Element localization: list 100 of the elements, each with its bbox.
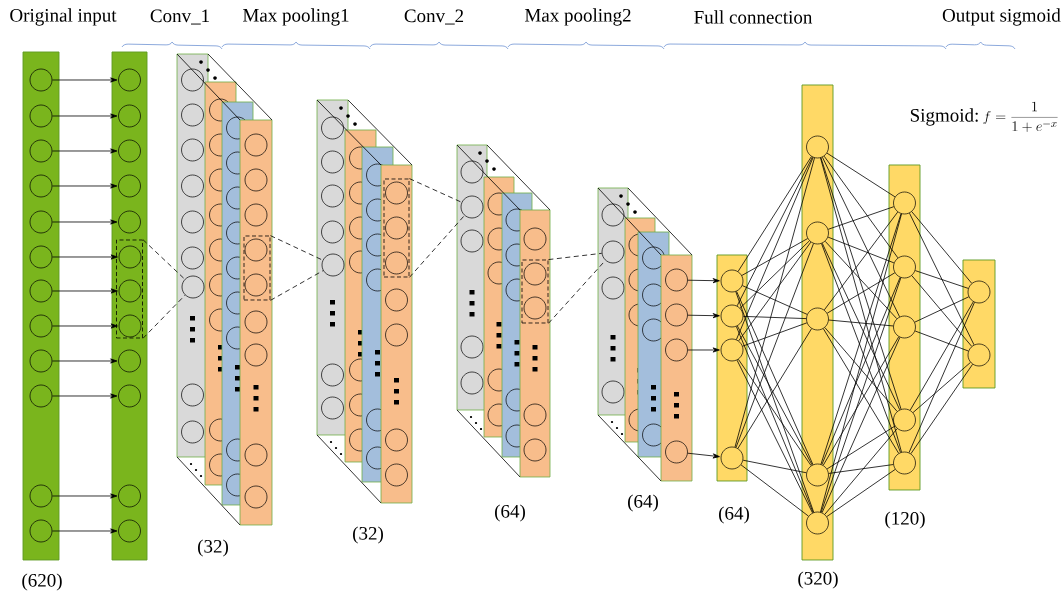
connection-line xyxy=(910,363,973,455)
connection-line xyxy=(738,358,812,467)
connection-line xyxy=(826,272,896,314)
connection-line xyxy=(828,319,894,327)
connection-line xyxy=(914,296,970,323)
layer-size-label: (320) xyxy=(798,571,838,589)
neuron-circle xyxy=(893,408,916,432)
layer-size-label: (64) xyxy=(719,506,749,524)
arrow xyxy=(51,493,118,499)
layer-heading: Max pooling1 xyxy=(243,8,349,26)
connection-line xyxy=(820,277,902,513)
sigmoid-formula: $f=\frac{1}{1+e^{-x}}$ xyxy=(983,101,1058,132)
connection-line xyxy=(822,156,900,318)
neuron-circle xyxy=(118,484,141,508)
connection-line xyxy=(742,285,808,315)
neuron-circle xyxy=(806,463,829,487)
neuron-circle xyxy=(806,307,829,331)
arrow xyxy=(687,347,720,353)
neuron-circle xyxy=(118,384,141,408)
neuron-circle xyxy=(893,315,916,339)
layer-heading: Full connection xyxy=(694,10,813,24)
neuron-circle xyxy=(29,384,53,408)
neuron-circle xyxy=(118,104,141,128)
neuron-circle xyxy=(118,314,142,338)
arrow xyxy=(687,313,720,319)
neuron-circle xyxy=(29,139,53,163)
connection-line xyxy=(821,336,901,513)
neuron-circle xyxy=(118,139,141,163)
neuron-circle xyxy=(720,304,744,328)
arrow xyxy=(51,528,118,534)
connection-line xyxy=(828,464,894,474)
arrow xyxy=(51,323,118,329)
layer-size-label: (120) xyxy=(885,511,925,529)
connection-line xyxy=(735,326,814,513)
arrow xyxy=(51,219,118,225)
layer-heading: Conv_1 xyxy=(150,9,209,25)
neuron-circle xyxy=(29,519,53,543)
connection-line xyxy=(826,152,896,198)
neuron-circle xyxy=(720,446,744,470)
connection-line xyxy=(740,464,809,517)
arrow xyxy=(51,113,118,119)
selection-box xyxy=(521,259,549,324)
connection-line xyxy=(911,275,973,347)
function-label: Sigmoid: xyxy=(910,108,978,126)
connection-line xyxy=(824,240,898,320)
connection-line xyxy=(823,155,899,259)
connection-line xyxy=(820,213,902,465)
connection-line xyxy=(736,359,813,514)
connection-line xyxy=(741,238,808,276)
layer-size-label: (64) xyxy=(495,504,525,522)
connection-line xyxy=(820,213,902,513)
layer-heading: Conv_2 xyxy=(404,9,464,25)
connection-line xyxy=(821,243,901,453)
connection-line xyxy=(821,277,901,465)
neuron-circle xyxy=(967,343,991,367)
connection-line xyxy=(742,316,807,319)
neuron-circle xyxy=(118,279,142,303)
neuron-circle xyxy=(29,174,53,198)
arrow xyxy=(687,452,720,459)
connection-line xyxy=(827,206,895,230)
neuron-circle xyxy=(720,338,744,362)
connection-line xyxy=(734,157,815,448)
neuron-circle xyxy=(29,279,53,303)
neuron-circle xyxy=(806,511,829,535)
projection-line xyxy=(270,235,324,261)
connection-line xyxy=(827,236,895,264)
connection-line xyxy=(735,243,814,448)
neuron-circle xyxy=(29,349,53,373)
arrow xyxy=(687,278,720,284)
neuron-circle xyxy=(29,210,53,234)
layer-size-label: (32) xyxy=(353,526,383,544)
arrow xyxy=(51,288,118,294)
layer-size-label: (620) xyxy=(22,573,62,591)
projection-line xyxy=(409,178,463,203)
neuron-circle xyxy=(806,221,829,245)
neuron-circle xyxy=(665,440,688,464)
layer-heading: Output sigmoid xyxy=(942,8,1061,26)
connection-line xyxy=(909,301,974,411)
connection-line xyxy=(914,330,969,352)
neuron-circle xyxy=(893,255,916,279)
neuron-circle xyxy=(720,269,744,293)
connection-line xyxy=(736,291,814,465)
connection-line xyxy=(737,328,812,449)
neuron-circle xyxy=(181,275,205,299)
neuron-circle xyxy=(29,104,53,128)
neuron-circle xyxy=(665,268,688,292)
connection-line xyxy=(911,211,973,284)
connection-line xyxy=(823,211,899,311)
neuron-circle xyxy=(601,240,625,264)
arrow xyxy=(51,393,118,399)
arrow xyxy=(51,358,118,364)
connection-line xyxy=(824,428,898,515)
neuron-circle xyxy=(893,191,916,215)
connection-line xyxy=(737,325,813,466)
connection-line xyxy=(737,156,812,272)
neuron-circle xyxy=(321,253,345,277)
neuron-circle xyxy=(665,338,688,362)
layer-heading: Original input xyxy=(10,8,117,26)
connection-line xyxy=(742,322,808,347)
connection-line xyxy=(736,157,814,340)
